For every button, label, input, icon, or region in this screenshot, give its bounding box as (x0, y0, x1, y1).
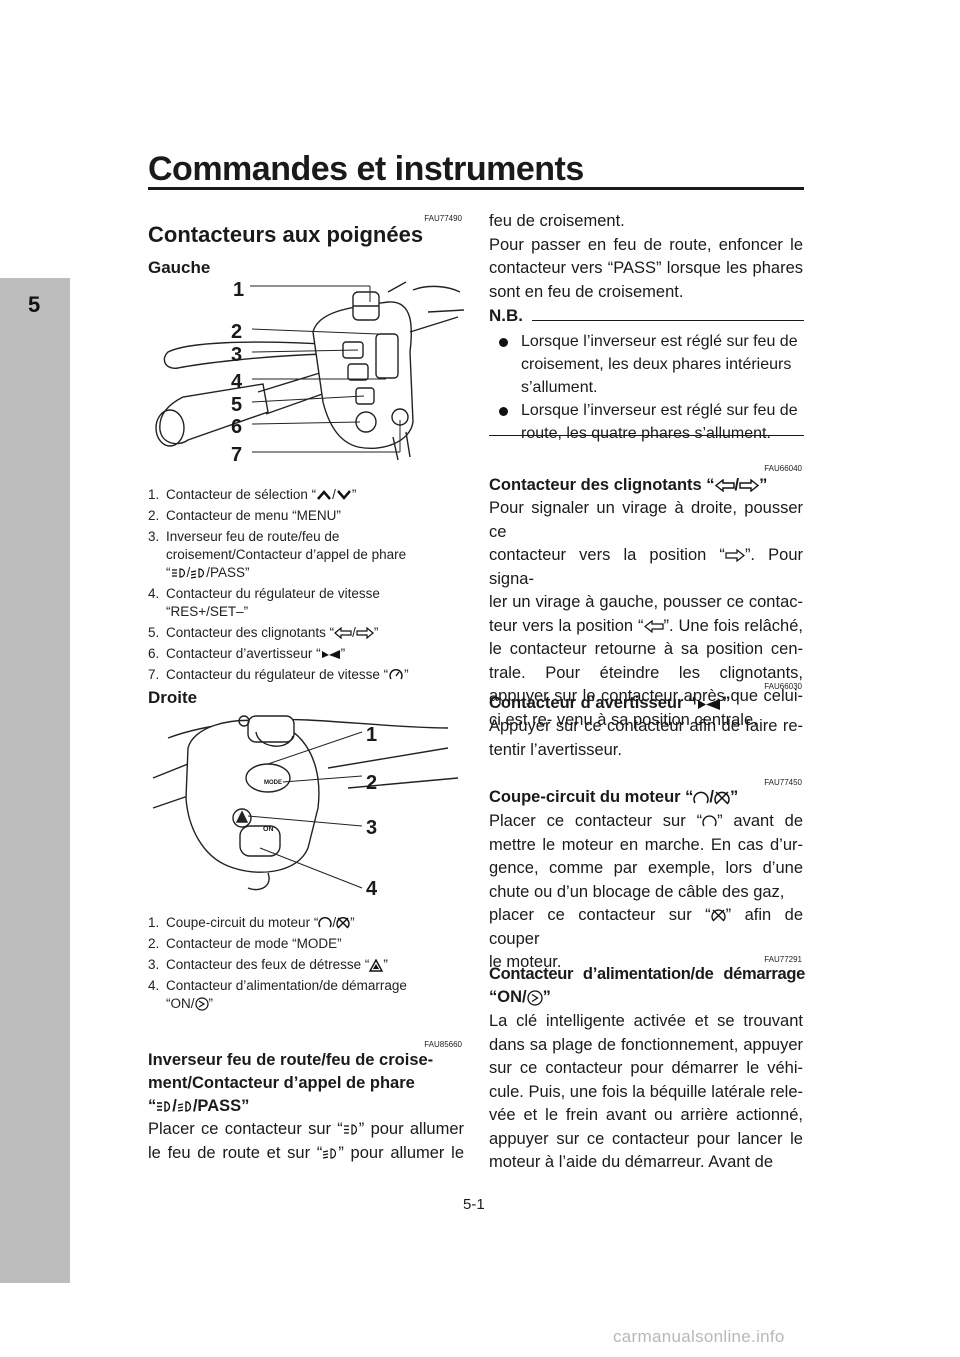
down-chevron-icon (336, 490, 351, 501)
alimentation-text: La clé intelligente activée et se trouva… (489, 1012, 803, 1171)
caption-item: 2.Contacteur de menu “MENU” (148, 508, 341, 523)
turn-left-icon (714, 479, 735, 493)
clignotants-title: Contacteur des clignotants “/” (489, 476, 768, 494)
alimentation-code: FAU77291 (764, 955, 802, 964)
cruise-control-icon (389, 669, 403, 680)
nb-item: Lorsque l’inverseur est réglé sur feu de… (489, 399, 803, 445)
high-beam-icon (157, 1101, 171, 1112)
caption-item: 5.Contacteur des clignotants “/” (148, 625, 379, 640)
alimentation-title: Contacteur d’alimentation/de démarrage “… (489, 965, 805, 1006)
low-beam-icon (323, 1148, 337, 1159)
caption-item: 4.Contacteur du régulateur de vitesse“RE… (148, 586, 380, 619)
turn-right-icon (356, 627, 374, 640)
engine-stop-icon (714, 791, 730, 805)
nb-item: Lorsque l’inverseur est réglé sur feu de… (489, 330, 803, 399)
caption-item: 2.Contacteur de mode “MODE” (148, 936, 342, 951)
caption-item: 1.Contacteur de sélection “/” (148, 487, 357, 502)
chapter-tab (0, 278, 70, 1283)
callout-r3: 3 (366, 817, 378, 839)
avertisseur-code: FAU66030 (764, 682, 802, 691)
inverseur-continued: feu de croisement. Pour passer en feu de… (489, 212, 803, 301)
right-handlebar-illustration (152, 715, 459, 891)
caption-item: 6.Contacteur d’avertisseur “” (148, 646, 346, 661)
callout-2: 2 (231, 321, 243, 343)
clignotants-text: Pour signaler un virage à droite, pousse… (489, 499, 803, 729)
chapter-number: 5 (28, 292, 41, 317)
nb-bottom-rule (489, 435, 804, 436)
callout-4: 4 (231, 371, 243, 393)
inverseur-text: Placer ce contacteur sur “” pour allumer… (148, 1120, 464, 1162)
left-captions: 1.Contacteur de sélection “/” 2.Contacte… (148, 486, 468, 687)
turn-left-icon (334, 627, 352, 640)
high-beam-icon (171, 568, 185, 579)
inverseur-title: Inverseur feu de route/feu de croise- me… (148, 1051, 434, 1115)
right-captions: 1.Coupe-circuit du moteur “/” 2.Contacte… (148, 914, 468, 1016)
bullet-icon (499, 407, 508, 416)
nb-title: N.B. (489, 306, 523, 325)
left-handlebar-illustration (155, 281, 464, 461)
caption-item: 1.Coupe-circuit du moteur “/” (148, 915, 355, 930)
starter-icon (194, 997, 209, 1012)
clignotants-code: FAU66040 (764, 464, 802, 473)
avertisseur-text: Appuyer sur ce contacteur afin de faire … (489, 717, 803, 759)
section-code: FAU77490 (424, 214, 462, 223)
inverseur-code: FAU85660 (424, 1040, 462, 1049)
engine-run-icon (693, 791, 710, 804)
engine-stop-icon (336, 917, 350, 929)
page-number: 5-1 (463, 1196, 485, 1213)
low-beam-icon (191, 568, 205, 580)
callout-r2: 2 (366, 772, 378, 794)
callout-3: 3 (231, 344, 243, 366)
nb-top-rule (532, 320, 804, 321)
engine-stop-icon (711, 909, 726, 922)
engine-run-icon (318, 917, 332, 928)
callout-r4: 4 (366, 878, 378, 900)
callout-r1: 1 (366, 724, 378, 746)
callout-1: 1 (233, 279, 245, 301)
engine-run-icon (702, 815, 717, 827)
title-rule (148, 187, 804, 190)
low-beam-icon (177, 1101, 192, 1112)
callout-7: 7 (231, 444, 243, 466)
high-beam-icon (343, 1124, 357, 1135)
starter-icon (526, 989, 543, 1006)
turn-right-icon (739, 479, 760, 493)
section-title: Contacteurs aux poignées (148, 222, 424, 247)
mode-label: MODE (264, 780, 282, 786)
hazard-icon (369, 958, 384, 972)
caption-item: 4.Contacteur d’alimentation/de démarrage… (148, 978, 407, 1012)
callout-6: 6 (231, 416, 243, 438)
avertisseur-title: Contacteur d’avertisseur “” (489, 694, 731, 712)
left-heading: Gauche (148, 258, 211, 277)
coupe-title: Coupe-circuit du moteur “/” (489, 788, 739, 806)
bullet-icon (499, 338, 508, 347)
right-heading: Droite (148, 688, 198, 707)
footer-watermark: carmanualsonline.info (613, 1327, 785, 1346)
up-chevron-icon (317, 490, 332, 501)
nb-list: Lorsque l’inverseur est réglé sur feu de… (489, 330, 803, 445)
turn-right-icon (725, 549, 745, 563)
page-title: Commandes et instruments (148, 150, 584, 188)
coupe-code: FAU77450 (764, 778, 802, 787)
horn-icon (321, 650, 340, 660)
coupe-text: Placer ce contacteur sur “” avant de met… (489, 812, 803, 971)
horn-icon (698, 698, 721, 710)
caption-item: 7.Contacteur du régulateur de vitesse “” (148, 667, 409, 682)
caption-item: 3.Contacteur des feux de détresse “” (148, 957, 388, 972)
on-label: ON (263, 826, 274, 833)
turn-left-icon (643, 619, 664, 633)
callout-5: 5 (231, 394, 243, 416)
